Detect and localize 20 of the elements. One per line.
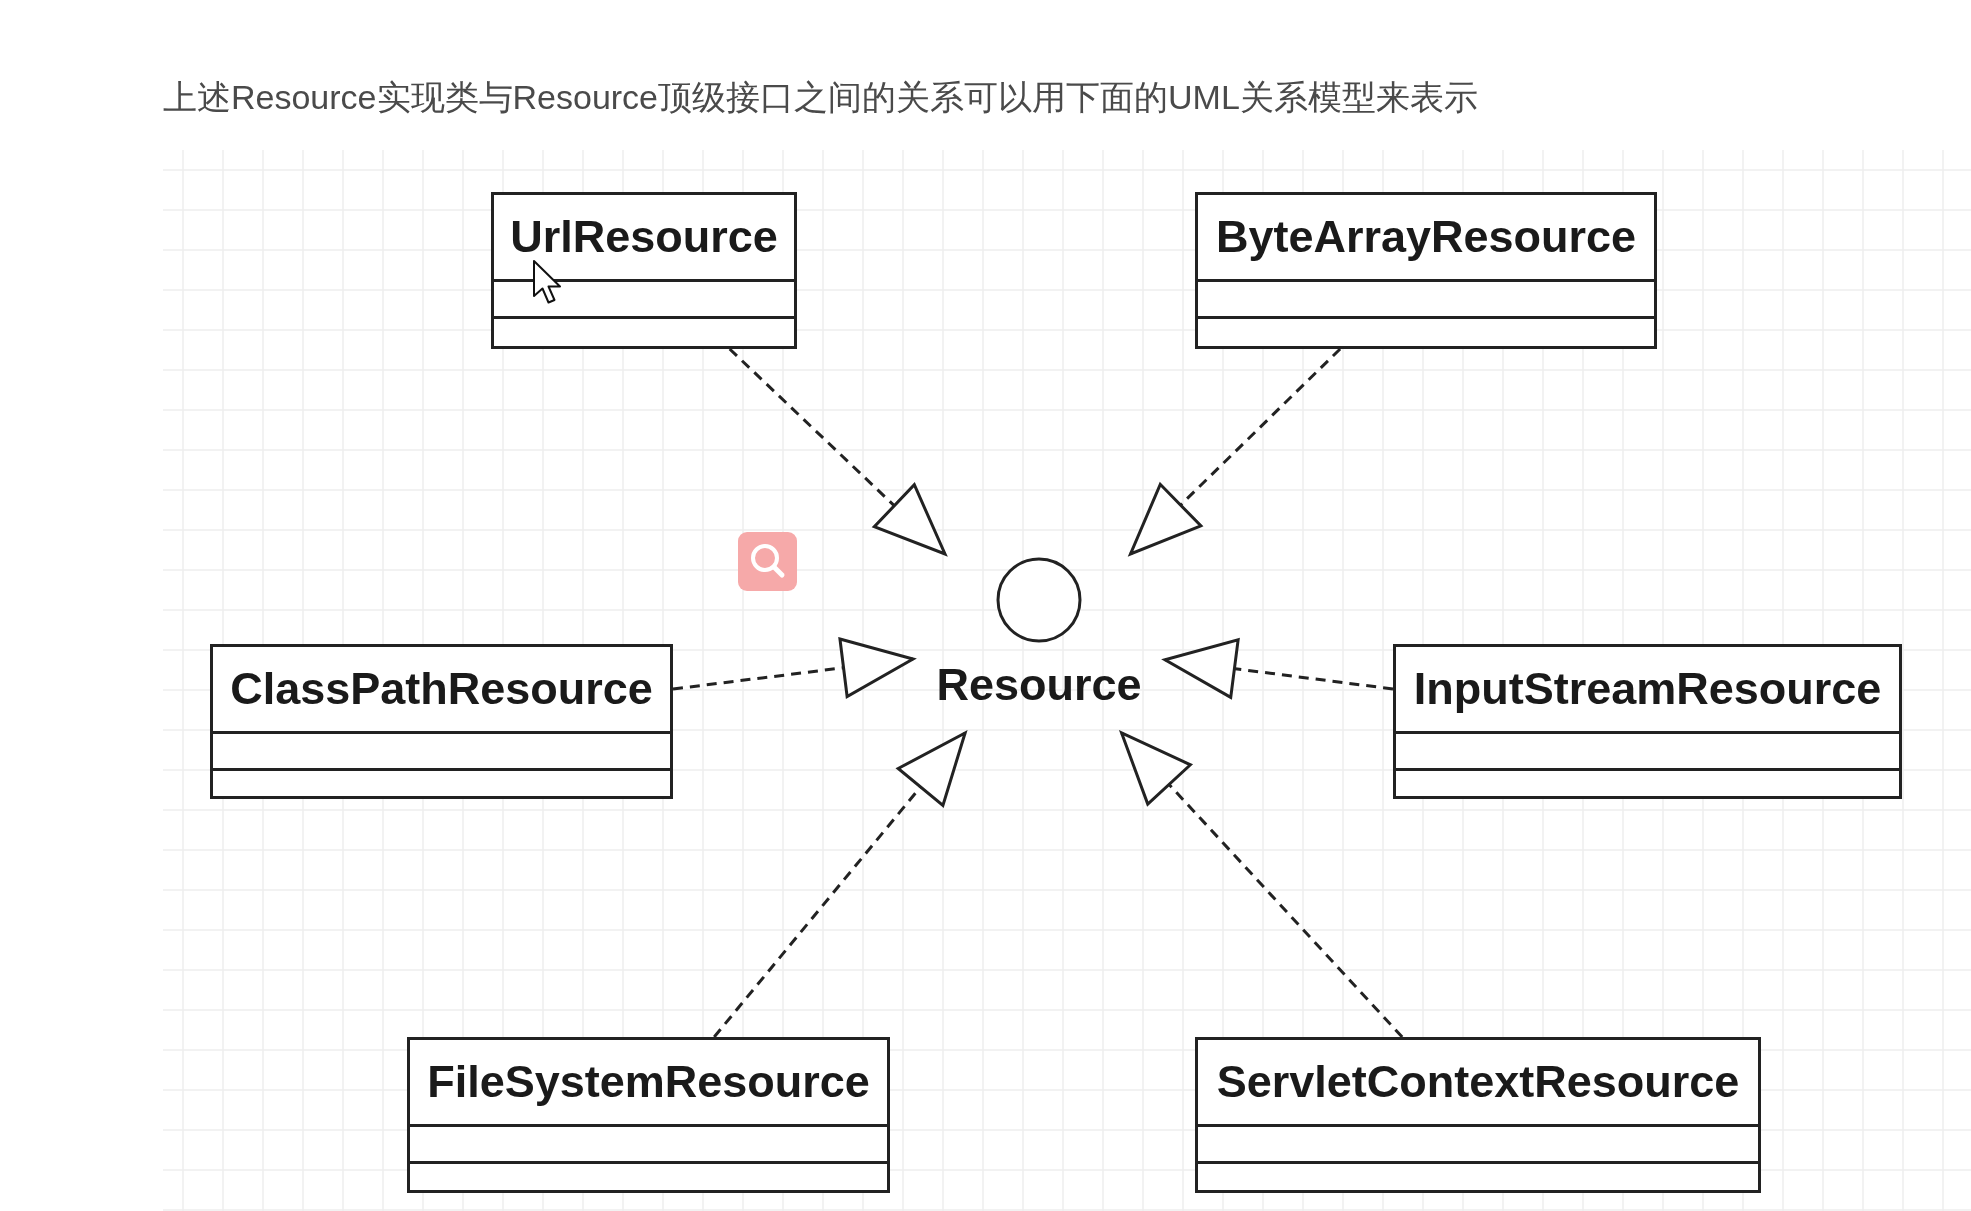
class-box xyxy=(1195,1037,1761,1193)
dashed-arrow xyxy=(728,347,947,556)
dashed-arrow xyxy=(1120,731,1404,1038)
class-box xyxy=(1195,192,1657,349)
class-name: ServletContextResource xyxy=(1216,1056,1740,1108)
class-box xyxy=(407,1037,890,1193)
dashed-arrow xyxy=(713,731,967,1038)
class-name: UrlResource xyxy=(510,211,778,263)
dashed-arrow xyxy=(672,637,915,699)
class-name: ByteArrayResource xyxy=(1215,211,1637,263)
class-box xyxy=(1393,644,1902,799)
class-name: ClassPathResource xyxy=(230,663,653,715)
interface-name: Resource xyxy=(936,659,1142,711)
class-box xyxy=(210,644,673,799)
dashed-arrow xyxy=(1163,638,1394,699)
class-box xyxy=(491,192,797,349)
dashed-arrow xyxy=(1129,347,1342,556)
class-name: FileSystemResource xyxy=(427,1056,870,1108)
class-name: InputStreamResource xyxy=(1413,663,1882,715)
caption-text: 上述Resource实现类与Resource顶级接口之间的关系可以用下面的UML关系模型来表示 xyxy=(163,77,1478,118)
